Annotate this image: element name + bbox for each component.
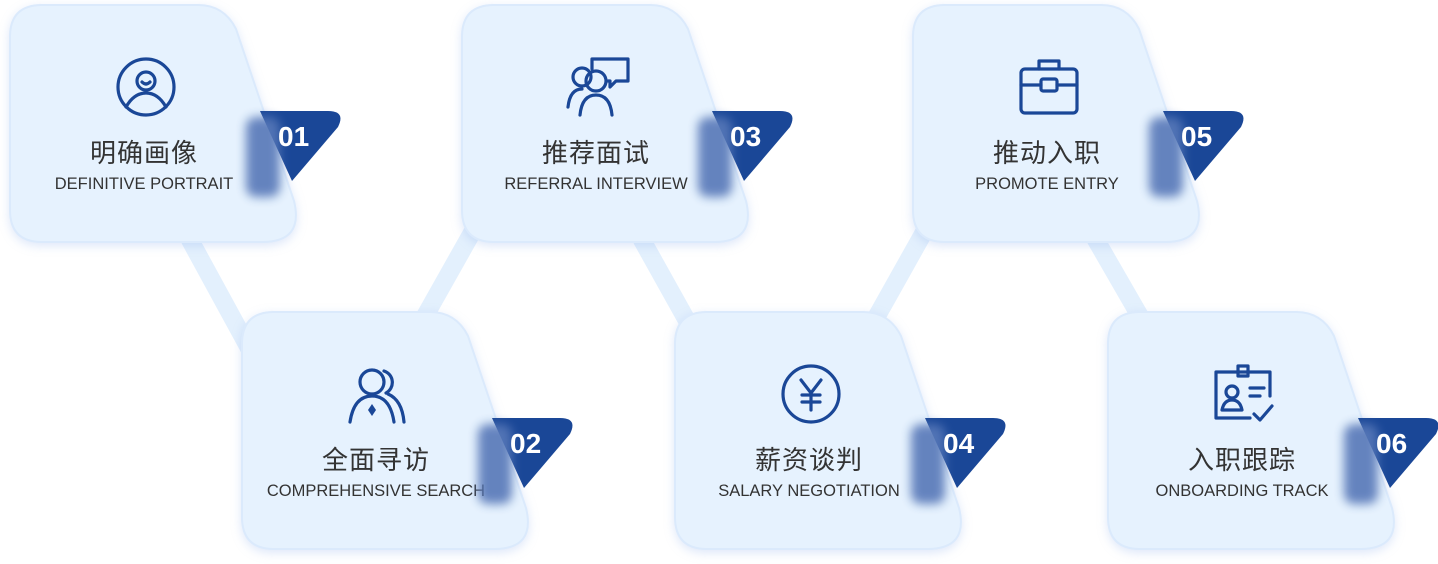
step-subtitle: REFERRAL INTERVIEW bbox=[504, 175, 688, 193]
step-title: 全面寻访 bbox=[321, 446, 430, 476]
step-title: 推动入职 bbox=[992, 139, 1101, 169]
connector-1-2 bbox=[181, 231, 259, 359]
card-background bbox=[912, 4, 1200, 243]
step-title: 推荐面试 bbox=[541, 139, 650, 169]
step-number: 02 bbox=[510, 428, 542, 459]
connector-5-6 bbox=[1087, 231, 1154, 334]
step-number: 06 bbox=[1376, 428, 1408, 459]
step-card-02: 全面寻访 COMPREHENSIVE SEARCH 02 bbox=[241, 311, 573, 557]
step-title: 薪资谈判 bbox=[754, 446, 863, 476]
step-card-05: 推动入职 PROMOTE ENTRY 05 bbox=[912, 4, 1244, 250]
step-card-04: 薪资谈判 SALARY NEGOTIATION 04 bbox=[674, 311, 1006, 557]
yen-circle-icon bbox=[779, 362, 843, 426]
step-number: 04 bbox=[943, 428, 975, 459]
step-number: 05 bbox=[1181, 121, 1213, 152]
card-background bbox=[461, 4, 749, 243]
step-title: 入职跟踪 bbox=[1187, 446, 1296, 476]
step-number-badge: 04 bbox=[903, 418, 1013, 518]
step-card-06: 入职跟踪 ONBOARDING TRACK 06 bbox=[1107, 311, 1438, 557]
card-background bbox=[674, 311, 962, 550]
step-number: 03 bbox=[730, 121, 762, 152]
briefcase-icon bbox=[1017, 55, 1081, 119]
card-background bbox=[9, 4, 297, 243]
step-number: 01 bbox=[278, 121, 310, 152]
users-icon bbox=[346, 362, 410, 426]
step-subtitle: DEFINITIVE PORTRAIT bbox=[54, 175, 234, 193]
step-card-03: 推荐面试 REFERRAL INTERVIEW 03 bbox=[461, 4, 793, 250]
step-title: 明确画像 bbox=[89, 139, 198, 169]
step-card-01: 明确画像 DEFINITIVE PORTRAIT 01 bbox=[9, 4, 341, 250]
id-badge-check-icon bbox=[1212, 362, 1276, 426]
users-chat-icon bbox=[566, 55, 630, 119]
connector-2-3 bbox=[411, 213, 487, 334]
step-number-badge: 02 bbox=[470, 418, 580, 518]
step-subtitle: PROMOTE ENTRY bbox=[975, 175, 1119, 193]
user-circle-icon bbox=[114, 55, 178, 119]
step-number-badge: 05 bbox=[1141, 111, 1251, 211]
step-subtitle: COMPREHENSIVE SEARCH bbox=[266, 482, 486, 500]
step-subtitle: ONBOARDING TRACK bbox=[1155, 482, 1329, 500]
step-number-badge: 01 bbox=[238, 111, 348, 211]
card-background bbox=[1107, 311, 1395, 550]
step-number-badge: 03 bbox=[690, 111, 800, 211]
step-subtitle: SALARY NEGOTIATION bbox=[718, 482, 900, 500]
step-number-badge: 06 bbox=[1336, 418, 1438, 518]
card-background bbox=[241, 311, 529, 550]
